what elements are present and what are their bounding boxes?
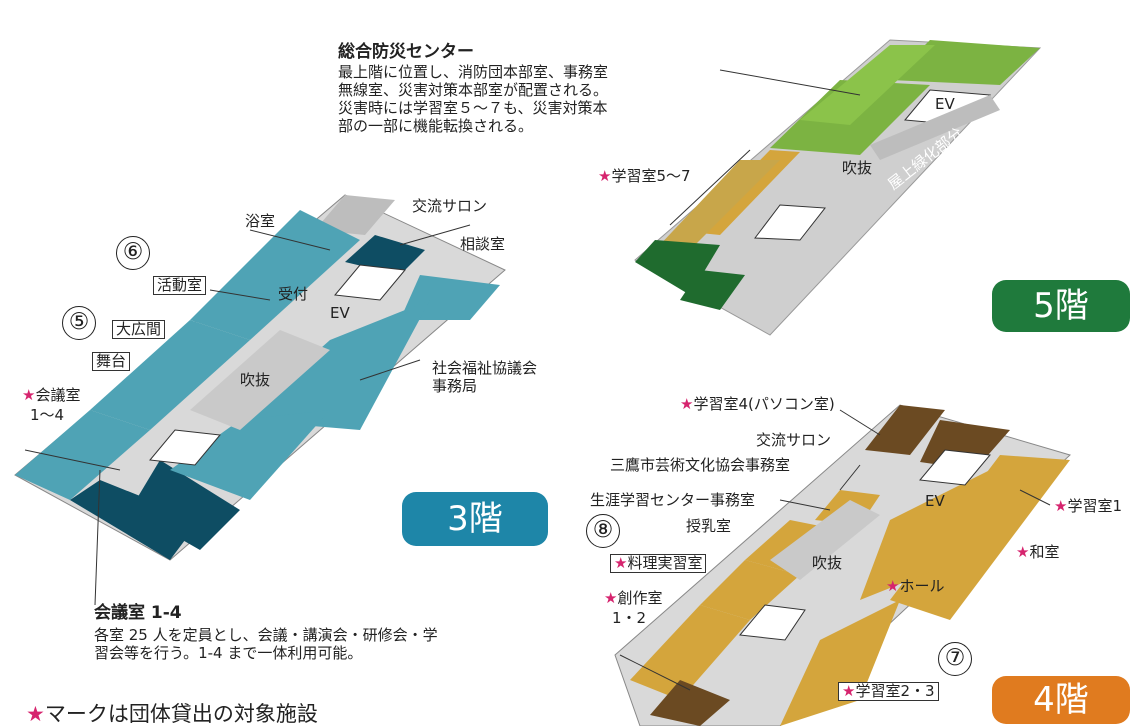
star-icon: ★ <box>598 167 612 185</box>
floor3-badge: 3階 <box>402 492 548 546</box>
social-welfare-label-1: 社会福祉協議会 <box>432 359 538 377</box>
meeting-note-line-1: 各室 25 人を定員とし、会議・講演会・研修会・学 <box>94 626 438 644</box>
study-4-label: ★学習室4(パソコン室) <box>680 395 835 413</box>
floor5-atrium-label: 吹抜 <box>842 159 873 177</box>
floor4-atrium-label: 吹抜 <box>812 554 843 572</box>
floor4-badge: 4階 <box>992 676 1130 724</box>
cooking-room-label: ★料理実習室 <box>610 554 707 573</box>
study-5-7-label: ★学習室5～7 <box>598 167 691 185</box>
star-icon: ★ <box>22 386 36 404</box>
activity-room-label: 活動室 <box>153 276 207 295</box>
creative-room-label: ★創作室 <box>604 589 663 607</box>
floor4-ev-label: EV <box>925 492 945 510</box>
hall-label: ★ホール <box>886 577 945 595</box>
legend-text: マークは団体貸出の対象施設 <box>44 702 318 726</box>
stage-label: 舞台 <box>92 352 131 371</box>
study-2-3-label: ★学習室2・3 <box>838 682 939 701</box>
disaster-center-line-1: 最上階に位置し、消防団本部室、事務室 <box>338 63 609 81</box>
meeting-note-line-2: 習会等を行う。1-4 まで一体利用可能。 <box>94 644 363 662</box>
floor3-plan <box>14 194 506 561</box>
meeting-note-title: 会議室 1-4 <box>94 603 182 623</box>
floor4-salon-label: 交流サロン <box>756 431 832 449</box>
disaster-center-line-4: 部の一部に機能転換される。 <box>338 117 534 135</box>
disaster-center-title: 総合防災センター <box>338 42 474 62</box>
star-icon: ★ <box>886 577 900 595</box>
circled-number-5: ⑤ <box>62 306 96 340</box>
floor3-atrium-label: 吹抜 <box>240 371 271 389</box>
study-1-label: ★学習室1 <box>1054 497 1122 515</box>
creative-room-range: 1・2 <box>612 609 647 627</box>
meeting-room-range: 1～4 <box>30 406 65 424</box>
floor5-badge: 5階 <box>992 280 1130 332</box>
circled-number-6: ⑥ <box>116 236 150 270</box>
legend: ★マークは団体貸出の対象施設 <box>26 698 318 728</box>
floor5-plan <box>634 39 1042 336</box>
disaster-center-line-3: 災害時には学習室５～７も、災害対策本 <box>338 99 608 117</box>
bath-label: 浴室 <box>245 212 276 230</box>
star-icon: ★ <box>680 395 694 413</box>
star-icon: ★ <box>614 554 628 572</box>
star-icon: ★ <box>842 682 856 700</box>
star-icon: ★ <box>1016 543 1030 561</box>
star-icon: ★ <box>604 589 618 607</box>
floor3-salon-label: 交流サロン <box>412 197 488 215</box>
lifelong-learning-label: 生涯学習センター事務室 <box>590 491 756 509</box>
nursing-room-label: 授乳室 <box>686 517 732 535</box>
circled-number-7: ⑦ <box>938 642 972 676</box>
consult-room-label: 相談室 <box>460 235 506 253</box>
arts-association-label: 三鷹市芸術文化協会事務室 <box>610 456 791 474</box>
reception-label: 受付 <box>278 285 309 303</box>
meeting-room-label: ★会議室 <box>22 386 81 404</box>
star-icon: ★ <box>26 702 45 726</box>
japanese-room-label: ★和室 <box>1016 543 1060 561</box>
circled-number-8: ⑧ <box>586 514 620 548</box>
great-hall-label: 大広間 <box>112 320 166 339</box>
social-welfare-label-2: 事務局 <box>432 377 478 395</box>
disaster-center-line-2: 無線室、災害対策本部室が配置される。 <box>338 81 609 99</box>
star-icon: ★ <box>1054 497 1068 515</box>
floor4-plan <box>614 404 1071 726</box>
floor5-ev-label: EV <box>935 95 955 113</box>
floor3-ev-label: EV <box>330 304 350 322</box>
